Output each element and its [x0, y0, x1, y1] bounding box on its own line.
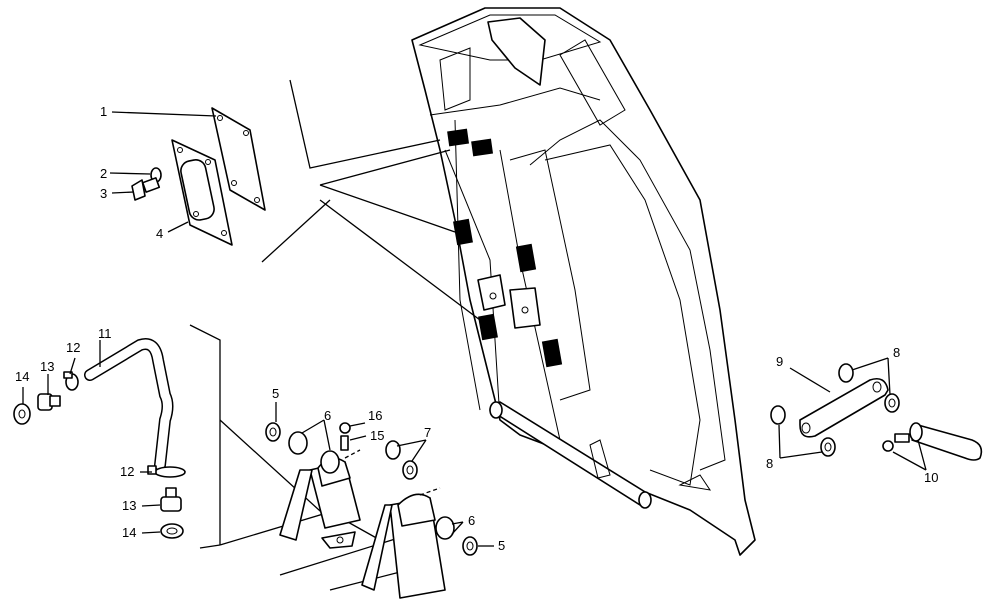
- part-6-bushing-bottom: [435, 516, 455, 540]
- part-7-washers: [385, 440, 418, 480]
- callout-2: 2: [100, 166, 107, 181]
- callout-12a: 12: [66, 340, 80, 355]
- callout-1: 1: [100, 104, 107, 119]
- callout-8a: 8: [893, 345, 900, 360]
- support-base: [189, 324, 446, 599]
- callout-13b: 13: [122, 498, 136, 513]
- callout-4: 4: [156, 226, 163, 241]
- part-9-link: [799, 377, 889, 438]
- part-6-bushing-top-a: [288, 431, 308, 455]
- callout-15: 15: [370, 428, 384, 443]
- callout-labels: 1 2 3 4 5 5 6 6 7 8 8 9 10 11 12 12 13 1…: [15, 104, 938, 553]
- part-5-washer-bottom: [462, 536, 478, 556]
- part-13-fitting-bottom: [160, 487, 182, 512]
- part-1-plate: [211, 107, 266, 211]
- callout-8b: 8: [766, 456, 773, 471]
- callout-leaders: [22, 111, 927, 547]
- callout-3: 3: [100, 186, 107, 201]
- part-12-hose-clamp-top: [63, 371, 79, 391]
- main-frame-assembly: [411, 7, 756, 556]
- part-6-bushing-top-b: [320, 450, 340, 474]
- callout-6b: 6: [468, 513, 475, 528]
- callout-13a: 13: [40, 359, 54, 374]
- part-8-washers: [770, 363, 900, 457]
- callout-14b: 14: [122, 525, 136, 540]
- part-11-hose: [84, 338, 174, 471]
- callout-7: 7: [424, 425, 431, 440]
- part-16-nut: [339, 422, 351, 434]
- callout-9: 9: [776, 354, 783, 369]
- part-14-nut-top: [13, 403, 31, 425]
- part-14-nut-bottom: [160, 523, 184, 539]
- callout-10: 10: [924, 470, 938, 485]
- part-12-hose-clamp-bottom: [147, 465, 186, 478]
- callout-12b: 12: [120, 464, 134, 479]
- part-5-washer-top: [265, 422, 281, 442]
- part-13-fitting-top: [37, 393, 61, 411]
- callout-14a: 14: [15, 369, 29, 384]
- callout-5b: 5: [498, 538, 505, 553]
- part-4-cover-plate: [171, 139, 233, 246]
- assembly-leader-lines: [261, 79, 481, 321]
- callout-11: 11: [98, 326, 112, 341]
- callout-5a: 5: [272, 386, 279, 401]
- part-15-screw: [340, 435, 349, 451]
- part-3-bolt: [131, 177, 161, 201]
- callout-16: 16: [368, 408, 382, 423]
- part-10-pin: [882, 422, 983, 461]
- callout-6a: 6: [324, 408, 331, 423]
